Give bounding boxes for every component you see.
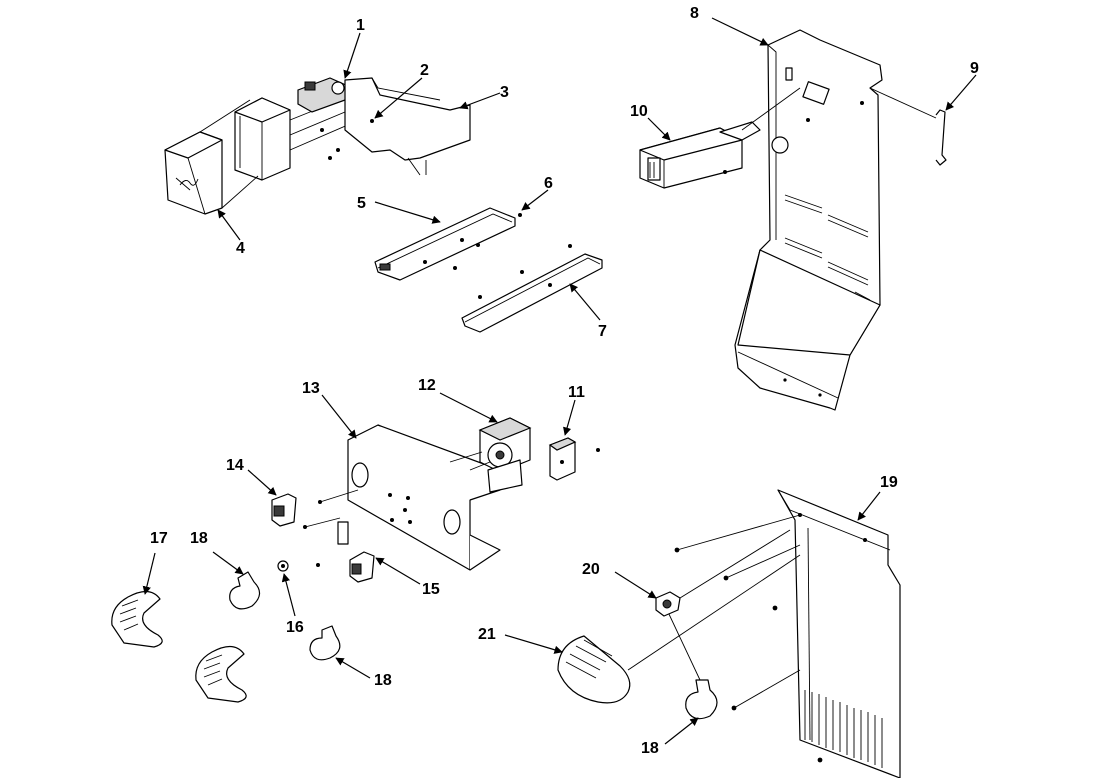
callout-20: 20 <box>582 561 600 578</box>
callout-18-c: 18 <box>641 740 659 757</box>
part-12-motor <box>449 417 532 493</box>
callout-3: 3 <box>500 84 509 101</box>
callout-7: 7 <box>598 323 607 340</box>
callout-10: 10 <box>630 103 648 120</box>
part-18-bulb-left <box>229 571 261 610</box>
part-1-3-icemaker-assembly <box>199 77 471 209</box>
part-15-lever <box>337 521 375 583</box>
part-16-nut <box>277 560 289 572</box>
callout-5: 5 <box>357 195 366 212</box>
part-5-rail <box>374 207 522 281</box>
part-7-rail <box>461 244 603 333</box>
callout-17: 17 <box>150 530 168 547</box>
part-14-lever <box>271 493 297 527</box>
callout-15: 15 <box>422 581 440 598</box>
callout-4: 4 <box>236 240 245 257</box>
callout-18-a: 18 <box>190 530 208 547</box>
callout-14: 14 <box>226 457 244 474</box>
callout-9: 9 <box>970 60 979 77</box>
part-17-grille-upper <box>111 590 163 648</box>
callout-12: 12 <box>418 377 436 394</box>
callout-8: 8 <box>690 5 699 22</box>
part-4-bin-cover <box>164 131 223 215</box>
part-8-back-panel <box>734 29 883 411</box>
callout-labels: 1 2 3 4 5 6 7 8 9 10 11 12 13 14 15 16 1… <box>150 5 979 757</box>
leader-lines <box>142 17 977 745</box>
part-21-lens-cover <box>557 554 801 704</box>
callout-13: 13 <box>302 380 320 397</box>
part-10-duct <box>639 87 801 189</box>
part-18-bulb-middle <box>309 625 341 661</box>
callout-16: 16 <box>286 619 304 636</box>
callout-21: 21 <box>478 626 496 643</box>
callout-1: 1 <box>356 17 365 34</box>
part-13-mounting-plate <box>303 424 501 571</box>
callout-11: 11 <box>568 384 585 401</box>
callout-18-b: 18 <box>374 672 392 689</box>
part-17-grille-lower <box>195 645 247 703</box>
part-20-socket <box>655 529 791 617</box>
part-9-bracket <box>869 87 947 166</box>
callout-19: 19 <box>880 474 898 491</box>
part-19-light-panel <box>674 489 901 778</box>
part-11-switch <box>548 437 600 481</box>
part-18-bulb-right <box>667 611 718 720</box>
callout-2: 2 <box>420 62 429 79</box>
callout-6: 6 <box>544 175 553 192</box>
